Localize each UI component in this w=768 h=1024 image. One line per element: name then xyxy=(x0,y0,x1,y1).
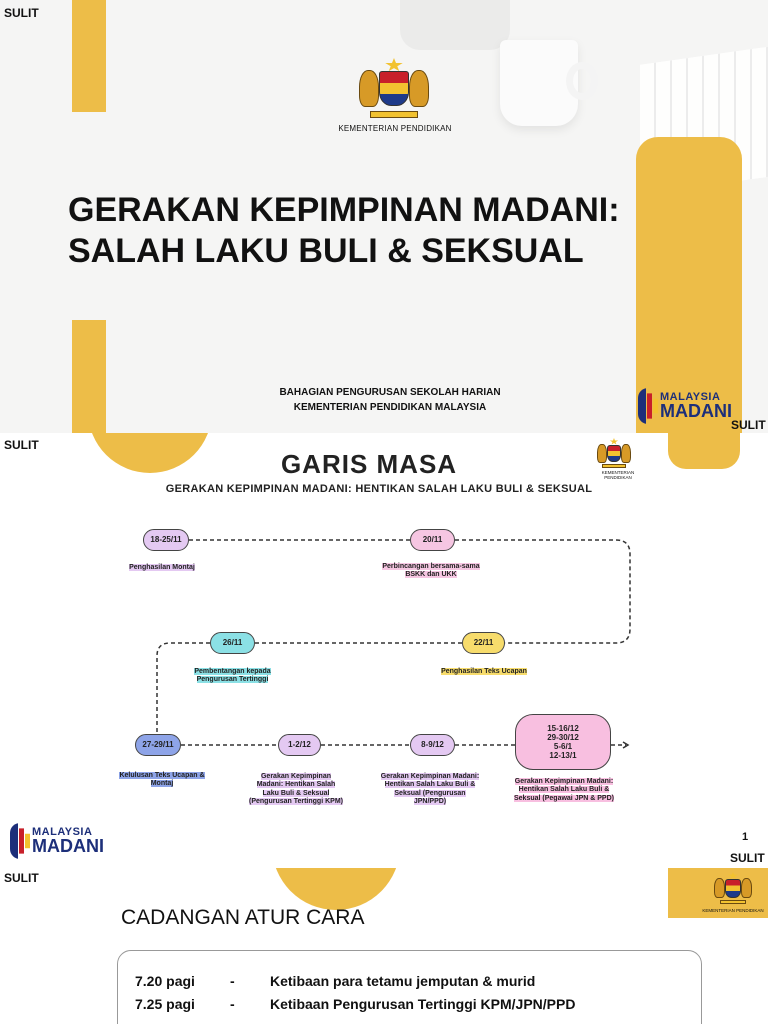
gold-bar-bottom xyxy=(72,320,106,433)
milestone-date-1: 18-25/11 xyxy=(143,529,189,551)
milestone-label-8: Gerakan Kepimpinan Madani: Hentikan Sala… xyxy=(514,778,614,802)
title-line-1: GERAKAN KEPIMPINAN MADANI: xyxy=(68,191,620,229)
milestone-date-5: 27-29/11 xyxy=(135,734,181,756)
logo-word-madani: MADANI xyxy=(660,400,732,421)
sulit-label: SULIT xyxy=(4,6,39,20)
milestone-label-4: Pembentangan kepada Pengurusan Tertinggi xyxy=(194,668,271,684)
logo-word-malaysia: MALAYSIA xyxy=(32,826,93,839)
slide-title: SULIT KEMENTERIAN PENDIDIKAN GERAKAN KEP… xyxy=(0,0,768,433)
agenda-activity: Ketibaan Pengurusan Tertinggi KPM/JPN/PP… xyxy=(270,996,576,1012)
timeline-title: GARIS MASA xyxy=(280,449,458,479)
malaysia-madani-logo: MALAYSIA MADANI xyxy=(10,823,104,859)
sulit-label: SULIT xyxy=(4,871,39,885)
milestone-label-3: Penghasilan Teks Ucapan xyxy=(441,668,527,675)
department-line-2: KEMENTERIAN PENDIDIKAN MALAYSIA xyxy=(293,402,487,413)
mug-decor xyxy=(500,40,578,126)
agenda-title: CADANGAN ATUR CARA xyxy=(121,906,365,929)
milestone-label-7: Gerakan Kepimpinan Madani: Hentikan Sala… xyxy=(380,773,480,806)
sulit-label-bottom: SULIT xyxy=(730,851,765,865)
milestone-date-2: 20/11 xyxy=(410,529,455,551)
slide-timeline: SULIT GARIS MASA GERAKAN KEPIMPINAN MADA… xyxy=(0,433,768,868)
milestone-label-1: Penghasilan Montaj xyxy=(129,564,195,571)
agenda-row: 7.25 pagi - Ketibaan Pengurusan Tertingg… xyxy=(135,996,690,1012)
gold-tab xyxy=(668,433,740,469)
ministry-crest-icon xyxy=(596,438,632,468)
milestone-label-2: Perbincangan bersama-sama BSKK dan UKK xyxy=(382,563,480,579)
sulit-label: SULIT xyxy=(4,438,39,452)
milestone-date-8: 15-16/12 29-30/12 5-6/1 12-13/1 xyxy=(515,714,611,770)
gold-rounded-panel xyxy=(636,137,742,433)
department-line-1: BAHAGIAN PENGURUSAN SEKOLAH HARIAN xyxy=(279,387,501,398)
department-text: BAHAGIAN PENGURUSAN SEKOLAH HARIAN KEMEN… xyxy=(230,385,550,415)
agenda-row: 7.20 pagi - Ketibaan para tetamu jemputa… xyxy=(135,973,690,989)
page-number: 1 xyxy=(742,831,749,843)
ministry-crest-icon xyxy=(356,58,432,118)
ministry-label: KEMENTERIAN PENDIDIKAN xyxy=(702,908,764,913)
logo-word-madani: MADANI xyxy=(32,835,104,856)
milestone-label-6: Gerakan Kepimpinan Madani: Hentikan Sala… xyxy=(249,773,343,806)
milestone-date-6: 1-2/12 xyxy=(278,734,321,756)
mug-handle-decor xyxy=(566,62,598,100)
madani-mark-icon xyxy=(638,388,658,424)
agenda-dash: - xyxy=(230,973,235,989)
milestone-label-5: Kelulusan Teks Ucapan & Montaj xyxy=(119,772,205,788)
timeline-subtitle: GERAKAN KEPIMPINAN MADANI: HENTIKAN SALA… xyxy=(165,483,593,495)
timeline-path xyxy=(156,539,631,749)
agenda-time: 7.20 pagi xyxy=(135,973,195,989)
gold-half-circle xyxy=(272,868,400,910)
title-line-2: SALAH LAKU BULI & SEKSUAL xyxy=(68,231,584,270)
main-title: GERAKAN KEPIMPINAN MADANI: SALAH LAKU BU… xyxy=(68,190,648,272)
agenda-time: 7.25 pagi xyxy=(135,996,195,1012)
sulit-label-right: SULIT xyxy=(731,418,766,432)
ministry-crest-icon xyxy=(712,872,754,904)
logo-word-malaysia: MALAYSIA xyxy=(660,391,721,404)
desk-cup-decor xyxy=(400,0,510,50)
slide-agenda: SULIT KEMENTERIAN PENDIDIKAN CADANGAN AT… xyxy=(0,868,768,1024)
milestone-date-4: 26/11 xyxy=(210,632,255,654)
malaysia-madani-logo: MALAYSIA MADANI xyxy=(638,388,732,424)
agenda-activity: Ketibaan para tetamu jemputan & murid xyxy=(270,973,536,989)
gold-bar-top xyxy=(72,0,106,112)
milestone-date-3: 22/11 xyxy=(462,632,505,654)
milestone-date-7: 8-9/12 xyxy=(410,734,455,756)
agenda-box xyxy=(117,950,702,1024)
agenda-dash: - xyxy=(230,996,235,1012)
ministry-label: KEMENTERIAN PENDIDIKAN xyxy=(338,124,452,133)
ministry-label: KEMENTERIAN PENDIDIKAN xyxy=(601,470,635,480)
madani-mark-icon xyxy=(10,823,30,859)
